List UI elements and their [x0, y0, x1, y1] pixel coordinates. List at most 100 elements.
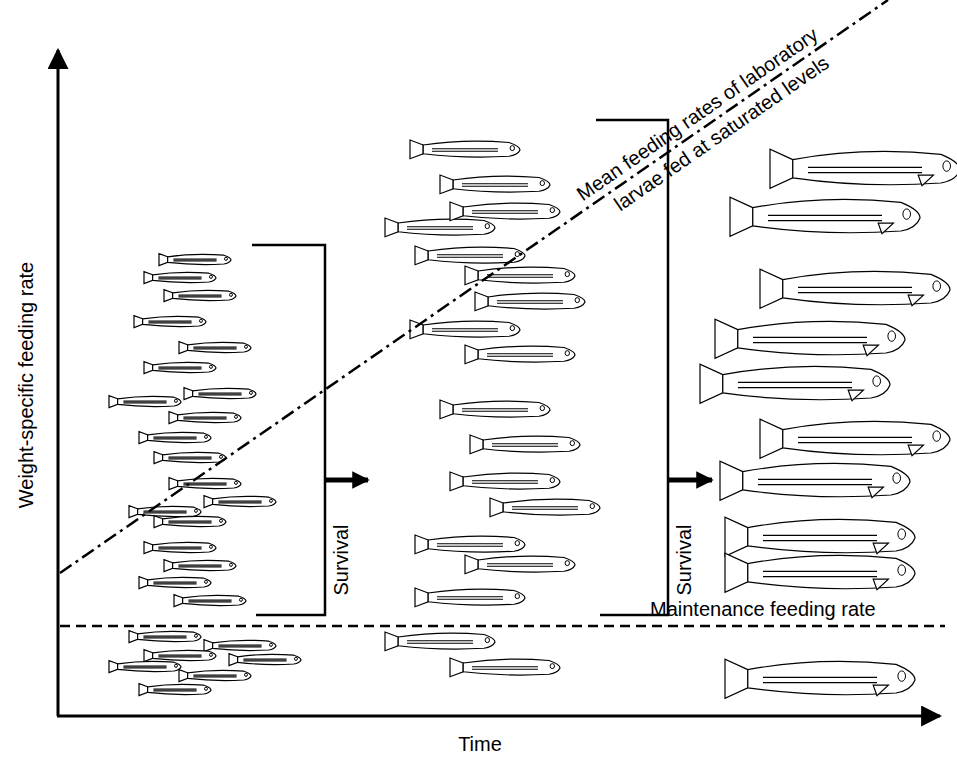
- fish-eye: [230, 293, 233, 296]
- larva-fish: [475, 292, 585, 311]
- fish-part: [178, 478, 241, 488]
- fish-part: [154, 516, 163, 528]
- larva-fish: [169, 478, 241, 490]
- fish-part: [783, 271, 950, 304]
- larva-fish: [169, 412, 241, 424]
- fish-part: [472, 211, 538, 214]
- fish-part: [490, 498, 503, 517]
- fish-part: [908, 295, 923, 305]
- fish-part: [174, 595, 183, 607]
- fish-eye: [515, 541, 519, 546]
- fish-eye: [295, 657, 298, 660]
- fish-part: [475, 292, 488, 311]
- larva-fish: [184, 388, 256, 400]
- larva-fish: [144, 362, 216, 374]
- fish-part: [798, 287, 912, 292]
- fish-part: [213, 496, 276, 506]
- fish-eye: [235, 481, 238, 484]
- fish-part: [753, 199, 920, 232]
- fish-part: [193, 347, 236, 349]
- fish-part: [158, 277, 201, 279]
- fish-part: [453, 401, 550, 417]
- fish-eye: [565, 272, 569, 277]
- fish-part: [450, 202, 463, 221]
- fish-part: [770, 149, 793, 188]
- fish-part: [440, 175, 453, 194]
- fish-part: [143, 316, 206, 326]
- larva-fish: [470, 435, 580, 454]
- fish-part: [168, 521, 211, 523]
- fish-part: [450, 472, 463, 491]
- fish-eye: [570, 441, 574, 446]
- fish-part: [428, 589, 525, 605]
- larva-fish: [450, 472, 560, 491]
- fish-part: [144, 272, 153, 284]
- larva-fish: [725, 553, 915, 592]
- fish-part: [193, 388, 256, 398]
- fish-eye: [210, 275, 213, 278]
- fish-part: [783, 421, 950, 454]
- fish-part: [163, 516, 226, 526]
- fish-part: [129, 631, 138, 643]
- fish-part: [503, 499, 600, 515]
- fish-part: [760, 419, 783, 458]
- fish-part: [385, 632, 398, 651]
- fish-eye: [510, 326, 514, 331]
- fish-part: [725, 659, 748, 698]
- larva-fish: [159, 254, 231, 266]
- fish-eye: [540, 181, 544, 186]
- fish-part: [483, 436, 580, 452]
- fish-part: [243, 659, 286, 661]
- fish-part: [134, 316, 143, 328]
- larva-fish: [174, 595, 246, 607]
- larva-fish: [179, 670, 251, 682]
- larva-fish: [129, 506, 201, 518]
- fish-eye: [205, 435, 208, 438]
- fish-eye: [565, 561, 569, 566]
- fish-part: [159, 254, 168, 266]
- fish-part: [462, 409, 528, 412]
- fish-part: [238, 654, 301, 664]
- fish-part: [472, 667, 538, 670]
- fish-eye: [210, 365, 213, 368]
- fish-part: [918, 175, 933, 185]
- larva-fish: [129, 631, 201, 643]
- fish-part: [748, 519, 915, 552]
- fish-part: [700, 364, 723, 403]
- larva-fish: [179, 342, 251, 354]
- fish-part: [760, 269, 783, 308]
- larva-fish: [109, 661, 181, 673]
- fish-part: [144, 542, 153, 554]
- fish-part: [183, 417, 226, 419]
- fish-part: [173, 290, 236, 300]
- larva-fish: [204, 640, 276, 652]
- fish-part: [204, 640, 213, 652]
- larva-fish: [730, 197, 920, 236]
- larva-fish: [410, 140, 520, 159]
- fish-part: [878, 223, 893, 233]
- saturated-feeding-line: [60, 0, 888, 573]
- fish-part: [748, 661, 915, 694]
- fish-part: [725, 553, 748, 592]
- fish-part: [153, 437, 196, 439]
- larva-fish: [229, 654, 301, 666]
- fish-part: [218, 645, 261, 647]
- fish-eye: [550, 664, 554, 669]
- fish-part: [129, 506, 138, 518]
- fish-eye: [195, 509, 198, 512]
- fish-part: [169, 478, 178, 490]
- larva-fish: [700, 364, 890, 403]
- larva-fish: [715, 319, 905, 358]
- fish-part: [730, 197, 753, 236]
- fish-eye: [898, 565, 906, 575]
- fish-part: [723, 366, 890, 399]
- fish-part: [873, 579, 888, 589]
- fish-part: [148, 577, 211, 587]
- fish-part: [109, 396, 118, 408]
- fish-part: [148, 684, 211, 694]
- fish-eye: [220, 519, 223, 522]
- fish-part: [758, 479, 872, 484]
- fish-part: [153, 362, 216, 372]
- fish-part: [164, 290, 173, 302]
